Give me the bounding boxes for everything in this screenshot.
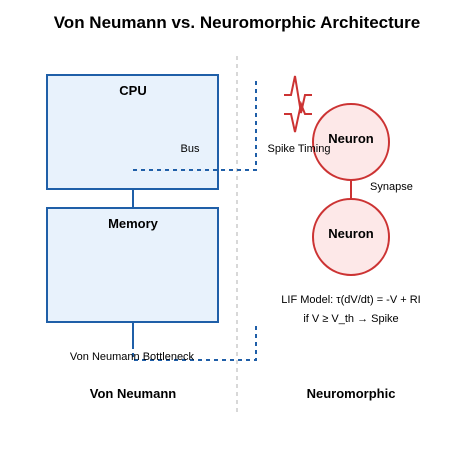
spike-timing-label: Spike Timing (268, 143, 331, 155)
neuron-top-label: Neuron (328, 131, 374, 146)
neuron-bottom (312, 198, 390, 276)
cpu-label: CPU (119, 83, 146, 98)
threshold-rule-label: if V ≥ V_th → Spike (303, 313, 398, 325)
neuron-top (312, 103, 390, 181)
memory-box (46, 207, 219, 323)
diagram-title: Von Neumann vs. Neuromorphic Architectur… (54, 13, 421, 32)
bus-path-upper (133, 80, 257, 171)
bottleneck-label: Von Neumann Bottleneck (70, 351, 195, 363)
spike-waveform-upper (284, 75, 312, 114)
von-neumann-section-label: Von Neumann (90, 386, 176, 401)
memory-label: Memory (108, 216, 159, 231)
bus-label: Bus (181, 143, 200, 155)
neuromorphic-section-label: Neuromorphic (307, 386, 396, 401)
lif-model-label: LIF Model: τ(dV/dt) = -V + RI (281, 294, 420, 306)
synapse-label: Synapse (370, 181, 413, 193)
spike-waveform-lower (284, 100, 312, 133)
neuron-bottom-label: Neuron (328, 226, 374, 241)
bottleneck-path (132, 326, 257, 361)
